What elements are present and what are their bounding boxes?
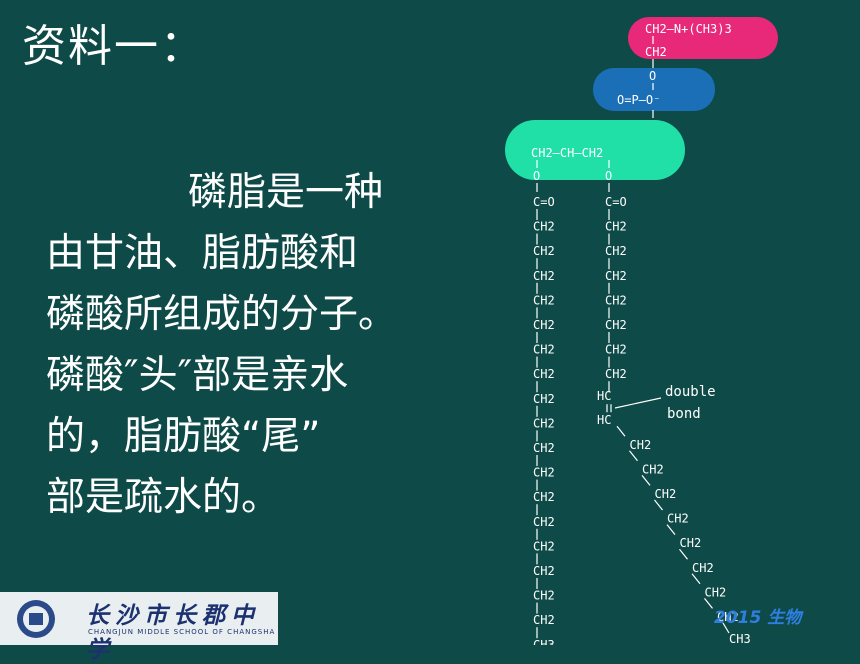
methylene-label: CH2 <box>533 589 555 603</box>
ester-oxygen-label: O <box>605 169 612 183</box>
methylene-label: CH2 <box>533 515 555 529</box>
methylene-label: CH2 <box>642 462 664 476</box>
methylene-label: CH2 <box>533 343 555 357</box>
methylene-label: CH2 <box>533 269 555 283</box>
paragraph-line: 磷酸″头″部是亲水 <box>46 353 349 398</box>
double-bond-label: bond <box>667 406 701 422</box>
methylene-label: CH2 <box>533 293 555 307</box>
phospholipid-structure-diagram: CH2—N+(CH3)3 CH2 O O=P—O⁻ O CH2—CH—CH2 O… <box>505 17 778 645</box>
methylene-label: CH2 <box>533 220 555 234</box>
methylene-label: CH2 <box>692 561 714 575</box>
paragraph-line: 磷酸所组成的分子。 <box>46 292 398 337</box>
methylene-label: CH2 <box>533 613 555 627</box>
carbonyl-label: C=O <box>605 195 627 209</box>
methylene-label: CH2 <box>533 416 555 430</box>
paragraph-line: 部是疏水的。 <box>46 475 281 520</box>
description-paragraph: 磷脂是一种 由甘油、脂肪酸和 磷酸所组成的分子。 磷酸″头″部是亲水 的，脂肪酸… <box>46 162 476 528</box>
methylene-label: CH2 <box>533 466 555 480</box>
school-logo-bar: 长沙市长郡中学 CHANGJUN MIDDLE SCHOOL OF CHANGS… <box>0 592 278 663</box>
slide: 资料一： 磷脂是一种 由甘油、脂肪酸和 磷酸所组成的分子。 磷酸″头″部是亲水 … <box>0 17 802 663</box>
methylene-label: CH2 <box>605 269 627 283</box>
double-bond-pointer <box>614 397 662 409</box>
methylene-label: CH2 <box>533 318 555 332</box>
methylene-label: CH2 <box>605 293 627 307</box>
double-bond-carbon-label: HC <box>597 389 611 403</box>
phosphate-pill <box>593 68 715 111</box>
school-name-english: CHANGJUN MIDDLE SCHOOL OF CHANGSHA <box>88 628 276 636</box>
phosphate-row-label: O=P—O⁻ <box>617 93 660 107</box>
methylene-label: CH2 <box>705 585 727 599</box>
methylene-label: CH2 <box>630 438 652 452</box>
paragraph-line: 由甘油、脂肪酸和 <box>46 231 359 276</box>
school-name: 长沙市长郡中学 <box>86 602 260 663</box>
methylene-label: CH2 <box>533 367 555 381</box>
choline-group-label: CH2—N+(CH3)3 <box>645 22 732 36</box>
methyl-end-label: CH3 <box>729 632 751 645</box>
paragraph-line: 磷脂是一种 <box>188 170 384 215</box>
school-emblem-icon <box>17 600 55 638</box>
methylene-label: CH2 <box>533 392 555 406</box>
choline-ch2-label: CH2 <box>645 45 667 59</box>
methylene-label: CH2 <box>605 220 627 234</box>
methylene-label: CH2 <box>533 490 555 504</box>
year-subject-stamp: 2015 生物 <box>714 608 802 628</box>
double-bond-label: double <box>665 384 716 400</box>
methylene-label: CH2 <box>680 536 702 550</box>
phosphate-o-top: O <box>649 69 656 83</box>
methyl-end-label: CH3 <box>533 638 555 645</box>
slide-title: 资料一： <box>22 21 206 72</box>
glycerol-pill <box>505 120 685 180</box>
methylene-label: CH2 <box>667 512 689 526</box>
paragraph-line: 的，脂肪酸“尾” <box>46 414 321 459</box>
methylene-label: CH2 <box>533 564 555 578</box>
double-bond-carbon-label: HC <box>597 413 611 427</box>
methylene-label: CH2 <box>533 539 555 553</box>
methylene-label: CH2 <box>533 441 555 455</box>
methylene-label: CH2 <box>605 367 627 381</box>
methylene-label: CH2 <box>655 487 677 501</box>
choline-head-pill <box>628 17 778 59</box>
fatty-acid-tails: OC=OCH2CH2CH2CH2CH2CH2CH2CH2CH2CH2CH2CH2… <box>533 160 751 645</box>
glycerol-backbone-label: CH2—CH—CH2 <box>531 146 603 160</box>
methylene-label: CH2 <box>605 343 627 357</box>
ester-oxygen-label: O <box>533 169 540 183</box>
methylene-label: CH2 <box>717 610 739 624</box>
methylene-label: CH2 <box>605 318 627 332</box>
carbonyl-label: C=O <box>533 195 555 209</box>
methylene-label: CH2 <box>533 244 555 258</box>
methylene-label: CH2 <box>605 244 627 258</box>
